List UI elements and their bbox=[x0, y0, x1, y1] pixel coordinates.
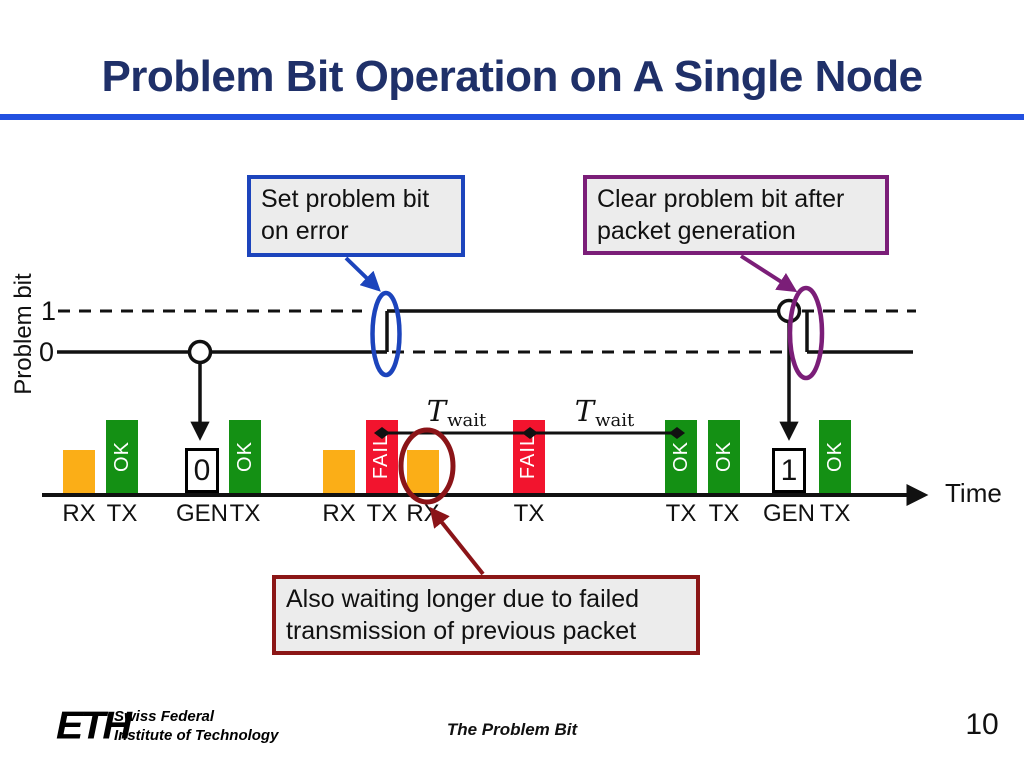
twait-subscript: wait bbox=[595, 410, 635, 431]
fail-bar: FAIL bbox=[513, 420, 545, 493]
tick-label: TX bbox=[708, 500, 740, 527]
title-underline bbox=[0, 114, 1024, 120]
callout-wait-line1: Also waiting longer due to failed bbox=[286, 585, 640, 613]
gen-bit-value: 1 bbox=[780, 453, 798, 487]
tick-label: TX bbox=[366, 500, 398, 527]
rx-bar bbox=[63, 450, 95, 493]
tick-label: GEN bbox=[175, 500, 228, 527]
page-number: 10 bbox=[965, 708, 999, 741]
twait-label-2: Twait bbox=[544, 394, 664, 431]
tick-label: RX bbox=[406, 500, 440, 527]
gen1-event-circle bbox=[776, 298, 802, 324]
gen-bar: 0 bbox=[185, 448, 219, 493]
tick-label: TX bbox=[106, 500, 138, 527]
callout-clear-problem-bit: Clear problem bit after packet generatio… bbox=[583, 175, 889, 255]
signal-solid-line bbox=[57, 309, 913, 354]
clear-bit-ellipse bbox=[787, 285, 825, 381]
bar-status-label: OK bbox=[669, 441, 692, 472]
ok-bar: OK bbox=[229, 420, 261, 493]
bar-status-label: FAIL bbox=[370, 433, 393, 480]
tick-label: GEN bbox=[762, 500, 815, 527]
callout-set-line1: Set problem bit bbox=[261, 185, 430, 213]
tick-label: TX bbox=[819, 500, 851, 527]
callout-clear-line2: packet generation bbox=[597, 217, 796, 245]
eth-org-name: Swiss Federal Institute of Technology bbox=[114, 707, 278, 745]
eth-org-line1: Swiss Federal bbox=[114, 708, 215, 725]
bar-status-label: FAIL bbox=[517, 433, 540, 480]
gen0-event-circle bbox=[187, 339, 213, 365]
rx-bar bbox=[407, 450, 439, 493]
set-callout-arrow bbox=[344, 256, 381, 292]
ok-bar: OK bbox=[819, 420, 851, 493]
ok-bar: OK bbox=[665, 420, 697, 493]
clear-callout-arrow bbox=[739, 254, 798, 293]
gen-bar: 1 bbox=[772, 448, 806, 493]
twait-label-1: Twait bbox=[396, 394, 516, 431]
bar-status-label: OK bbox=[712, 441, 735, 472]
tick-label: RX bbox=[322, 500, 356, 527]
level-1-label: 1 bbox=[40, 296, 56, 326]
level-0-label: 0 bbox=[38, 337, 54, 367]
bar-status-label: OK bbox=[233, 441, 256, 472]
footer-title: The Problem Bit bbox=[446, 720, 578, 739]
time-axis-label: Time bbox=[945, 478, 1002, 508]
bar-status-label: OK bbox=[823, 441, 846, 472]
rx-bar bbox=[323, 450, 355, 493]
callout-wait-line2: transmission of previous packet bbox=[286, 617, 637, 645]
twait-subscript: wait bbox=[447, 410, 487, 431]
fail-bar: FAIL bbox=[366, 420, 398, 493]
eth-org-line2: Institute of Technology bbox=[114, 727, 279, 744]
y-axis-label: Problem bit bbox=[10, 273, 37, 395]
ok-bar: OK bbox=[708, 420, 740, 493]
eth-logo: ETH bbox=[56, 703, 132, 747]
twait-symbol: T bbox=[574, 394, 595, 428]
signal-dashed-lines bbox=[58, 309, 916, 354]
callout-clear-line1: Clear problem bit after bbox=[597, 185, 845, 213]
set-bit-ellipse bbox=[370, 290, 402, 378]
twait-symbol: T bbox=[426, 394, 447, 428]
tick-label: TX bbox=[229, 500, 261, 527]
bar-status-label: OK bbox=[110, 441, 133, 472]
callout-also-waiting: Also waiting longer due to failed transm… bbox=[272, 575, 700, 655]
callout-set-problem-bit: Set problem bit on error bbox=[247, 175, 465, 257]
callout-set-line2: on error bbox=[261, 217, 349, 245]
gen-bit-value: 0 bbox=[193, 453, 211, 487]
tick-label: TX bbox=[665, 500, 697, 527]
slide-title: Problem Bit Operation on A Single Node bbox=[101, 52, 923, 101]
tick-label: TX bbox=[513, 500, 545, 527]
tick-label: RX bbox=[62, 500, 96, 527]
ok-bar: OK bbox=[106, 420, 138, 493]
